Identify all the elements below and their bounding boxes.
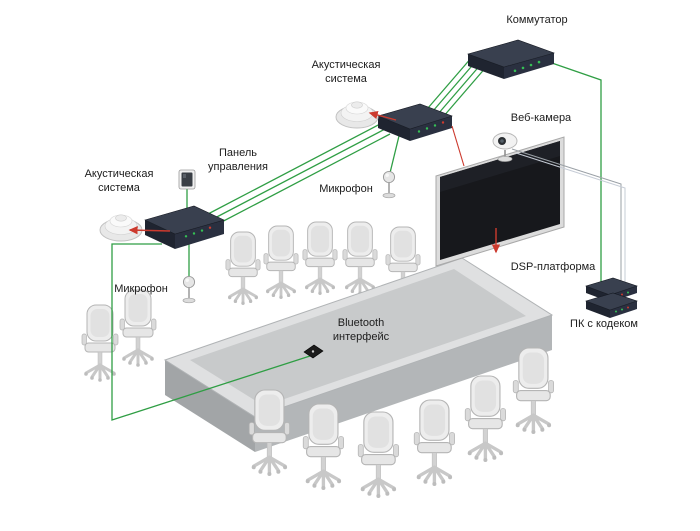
cable-switch-trunk-3	[437, 62, 483, 115]
cable-switch-trunk-1	[427, 56, 473, 109]
tv-display	[435, 136, 565, 267]
control-panel-device	[178, 169, 196, 190]
arrow-to-speaker-left	[128, 225, 171, 235]
label-mic-left: Микрофон	[114, 283, 168, 295]
switch-device	[467, 39, 555, 79]
table-top-inset	[190, 269, 526, 406]
audio-interface-top	[377, 103, 453, 130]
label-pc-codec: ПК с кодеком	[570, 318, 638, 330]
audio-interface-device	[377, 103, 453, 141]
table-side-left	[165, 360, 255, 452]
cables	[111, 56, 626, 421]
amplifier-face-right	[175, 220, 224, 249]
label-speaker-top-1: Акустическая	[312, 59, 381, 71]
label-speaker-left-1: Акустическая	[85, 168, 154, 180]
switch-face-right	[504, 53, 554, 79]
amplifier-face-left	[145, 220, 175, 249]
label-bluetooth-1: Bluetooth	[338, 317, 384, 329]
cable-mic-center	[388, 135, 400, 178]
labels: Коммутатор Акустическая система Веб-каме…	[85, 14, 638, 343]
cable-switch-trunk-4	[442, 65, 488, 118]
switch-face-left	[468, 54, 504, 79]
label-webcam: Веб-камера	[511, 112, 572, 124]
amplifier-device	[144, 205, 225, 249]
cable-bluetooth	[111, 243, 311, 421]
label-control-panel-2: управления	[208, 161, 268, 173]
label-speaker-left-2: система	[98, 182, 141, 194]
audio-interface-face-right	[410, 116, 452, 141]
tv-screen-glare	[440, 141, 560, 192]
label-mic-center: Микрофон	[319, 183, 373, 195]
cable-left-trunk-2	[210, 127, 388, 221]
cable-webcam-usb	[511, 148, 622, 301]
label-speaker-top-2: система	[325, 73, 368, 85]
cable-webcam-usb-2	[515, 152, 626, 303]
cable-switch-trunk-2	[432, 59, 478, 112]
cable-left-trunk-1	[207, 121, 385, 215]
label-dsp: DSP-платформа	[511, 261, 596, 273]
cable-switch-dsp	[548, 61, 602, 284]
switch-top	[467, 39, 555, 68]
amplifier-top	[144, 205, 225, 235]
audio-arrows	[128, 110, 501, 254]
audio-interface-face-left	[378, 116, 410, 141]
cable-video-to-tv	[451, 125, 465, 167]
webcam-device	[492, 132, 518, 162]
label-switch: Коммутатор	[506, 14, 567, 26]
pc-codec-device	[585, 292, 638, 318]
arrow-to-speaker-top	[368, 110, 397, 121]
label-control-panel-1: Панель	[219, 147, 257, 159]
label-bluetooth-2: интерфейс	[333, 331, 390, 343]
bluetooth-interface-device	[303, 344, 324, 359]
cable-left-trunk-3	[213, 133, 391, 227]
